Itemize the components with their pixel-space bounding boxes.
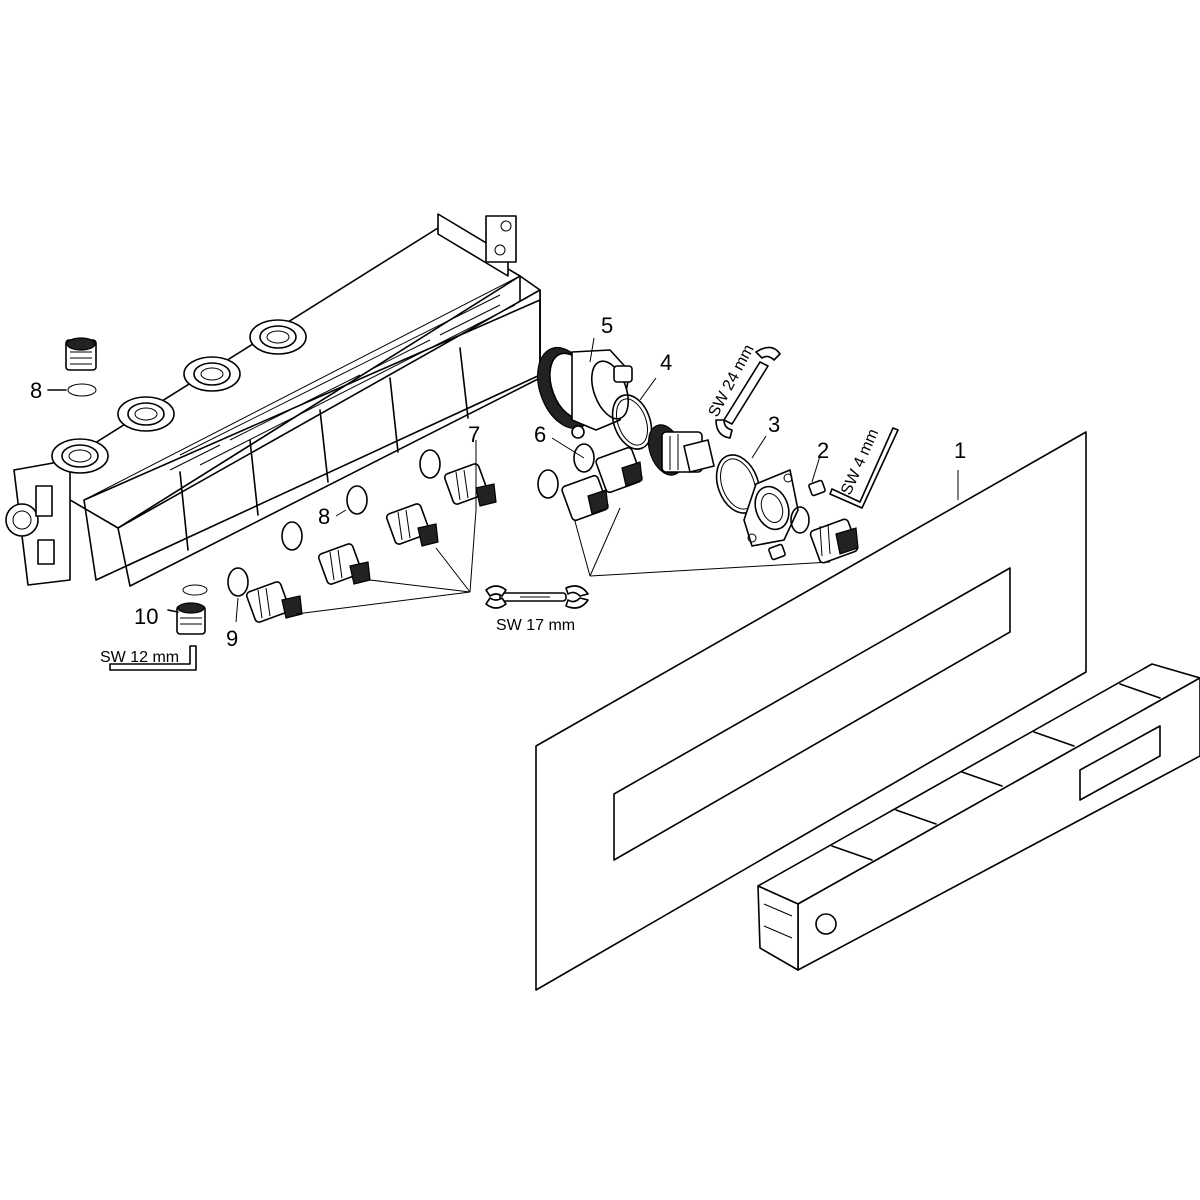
port-ring	[183, 356, 241, 392]
label-sw4: SW 4 mm	[838, 427, 882, 498]
valve-cartridge	[317, 543, 371, 585]
callout-6: 6	[534, 422, 546, 447]
callout-4: 4	[660, 350, 672, 375]
thermostat-cartridge	[647, 424, 715, 476]
callout-10: 10	[134, 604, 158, 629]
control-module	[757, 663, 1200, 971]
port-ring	[51, 438, 109, 474]
port-ring	[117, 396, 175, 432]
flange-plate	[743, 469, 799, 547]
callout-8-top: 8	[30, 378, 42, 403]
valve-cartridge	[443, 463, 497, 507]
valve-cartridge	[245, 581, 303, 623]
part-2-cartridge	[790, 455, 859, 564]
rough-in-housing	[5, 213, 541, 587]
callout-9: 9	[226, 626, 238, 651]
port-ring	[249, 319, 307, 355]
part-5-diverter	[537, 337, 633, 439]
leader-lines-sw17	[295, 440, 831, 615]
callout-1: 1	[954, 438, 966, 463]
callout-3: 3	[768, 412, 780, 437]
callout-7: 7	[468, 422, 480, 447]
allen-key-12	[109, 645, 197, 671]
label-sw12: SW 12 mm	[100, 649, 179, 666]
part-1-trim-plate	[535, 431, 1087, 991]
part-10-plug	[167, 584, 208, 635]
callout-labels: 1 2 3 4 5 6 7 8 8 9 10	[30, 313, 966, 651]
o-rings-row	[227, 449, 441, 597]
part-8-fitting	[47, 337, 97, 397]
label-sw17: SW 17 mm	[496, 617, 575, 634]
wrench-17	[485, 585, 589, 609]
allen-key-4	[829, 427, 899, 509]
screws	[768, 479, 826, 561]
callout-5: 5	[601, 313, 613, 338]
part-4-o-ring	[611, 377, 657, 450]
part-6-cartridges	[537, 437, 643, 522]
callout-2: 2	[817, 438, 829, 463]
valve-cartridge	[385, 503, 439, 547]
callout-8-row: 8	[318, 504, 330, 529]
wrench-24	[715, 346, 781, 439]
